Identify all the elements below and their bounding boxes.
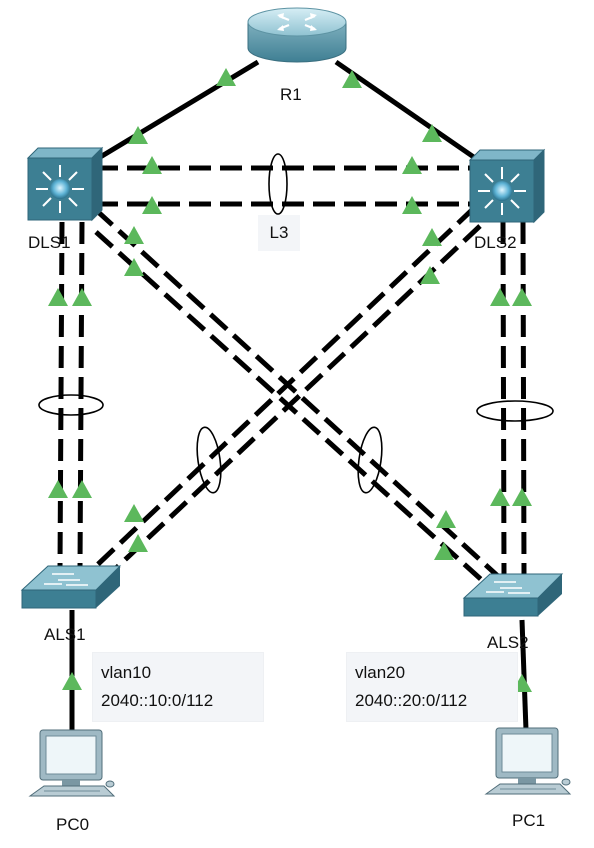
pc-pc1[interactable]: PC1 (484, 727, 572, 830)
distribution-switch-dls1[interactable]: DLS1 (26, 146, 104, 252)
pc1-label: PC1 (512, 811, 545, 830)
link-status-indicators (48, 68, 532, 692)
vlan20-prefix: 2040::20:0/112 (355, 691, 468, 710)
switch-icon (462, 573, 564, 617)
link-up-triangle-icon (62, 672, 82, 690)
link-dls2-als2-b[interactable] (520, 221, 527, 576)
multilayer-switch-icon (26, 146, 104, 222)
link-up-triangle-icon (490, 288, 510, 306)
multilayer-switch-icon (468, 148, 546, 224)
link-dls2-als2-a[interactable] (500, 221, 507, 576)
access-switch-als1[interactable]: ALS1 (20, 565, 122, 644)
pc-icon (28, 729, 116, 797)
vlan20-note: vlan20 2040::20:0/112 (346, 652, 518, 722)
pc-icon (484, 727, 572, 795)
vlan20-name: vlan20 (355, 663, 406, 682)
etherchannel-markers (38, 153, 554, 494)
link-dls2-als1-b[interactable] (110, 224, 482, 574)
link-r1-dls2[interactable] (334, 59, 480, 163)
router-label: R1 (280, 85, 302, 104)
router-r1[interactable]: R1 (247, 7, 347, 104)
link-up-triangle-icon (124, 226, 144, 244)
link-up-triangle-icon (420, 266, 440, 284)
dls2-label: DLS2 (474, 233, 517, 252)
als2-label: ALS2 (487, 633, 529, 652)
link-up-triangle-icon (72, 288, 92, 306)
link-up-triangle-icon (434, 542, 454, 560)
link-dls2-als1-a[interactable] (92, 206, 476, 570)
link-up-triangle-icon (128, 534, 148, 552)
pc-pc0[interactable]: PC0 (28, 729, 116, 834)
link-up-triangle-icon (124, 504, 144, 522)
link-dls1-als2-a[interactable] (94, 208, 502, 580)
link-up-triangle-icon (48, 480, 68, 498)
link-up-triangle-icon (422, 228, 442, 246)
switch-icon (20, 565, 122, 609)
vlan10-note: vlan10 2040::10:0/112 (92, 652, 264, 722)
cables (57, 59, 529, 732)
link-up-triangle-icon (490, 488, 510, 506)
link-up-triangle-icon (128, 126, 148, 144)
link-up-triangle-icon (124, 258, 144, 276)
link-up-triangle-icon (512, 488, 532, 506)
link-up-triangle-icon (402, 156, 422, 174)
link-up-triangle-icon (422, 124, 442, 142)
link-up-triangle-icon (48, 288, 68, 306)
etherchannel-dls1-dls2 (268, 153, 288, 215)
link-up-triangle-icon (436, 510, 456, 528)
router-icon (247, 7, 347, 63)
link-up-triangle-icon (72, 480, 92, 498)
access-switch-als2[interactable]: ALS2 (462, 573, 564, 652)
pc0-label: PC0 (56, 815, 89, 834)
link-up-triangle-icon (402, 196, 422, 214)
link-als2-pc1[interactable] (519, 619, 529, 731)
etherchannel-dls1-als2 (357, 426, 383, 494)
vlan10-name: vlan10 (101, 663, 152, 682)
link-up-triangle-icon (342, 70, 362, 88)
etherchannel-dls2-als1 (196, 426, 222, 494)
etherchannel-dls2-als2 (476, 400, 554, 422)
link-up-triangle-icon (142, 156, 162, 174)
l3-link-label: L3 (258, 215, 300, 251)
link-up-triangle-icon (216, 68, 236, 86)
vlan10-prefix: 2040::10:0/112 (101, 691, 214, 710)
distribution-switch-dls2[interactable]: DLS2 (468, 148, 546, 252)
als1-label: ALS1 (44, 625, 86, 644)
l3-label-text: L3 (269, 223, 289, 242)
link-up-triangle-icon (512, 288, 532, 306)
etherchannel-dls1-als1 (38, 394, 104, 416)
link-r1-dls1[interactable] (90, 59, 260, 165)
dls1-label: DLS1 (28, 233, 71, 252)
link-up-triangle-icon (142, 196, 162, 214)
